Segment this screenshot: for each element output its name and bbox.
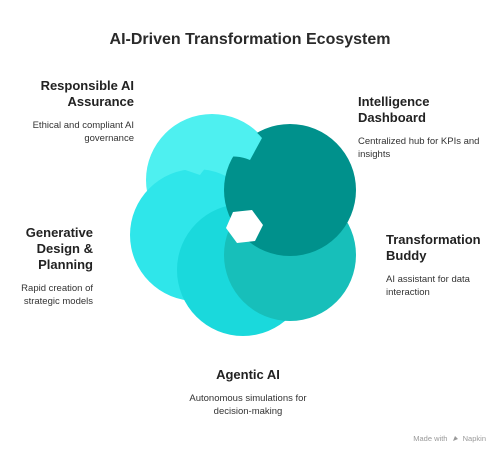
item-intelligence: Intelligence Dashboard Centralized hub f… <box>358 94 488 161</box>
item-description: AI assistant for data interaction <box>386 274 470 298</box>
credit-prefix: Made with <box>413 434 448 443</box>
center-hole <box>226 210 263 243</box>
item-description: Ethical and compliant AI governance <box>32 120 134 144</box>
petal-responsible-overlap <box>150 114 262 175</box>
item-description: Centralized hub for KPIs and insights <box>358 136 480 160</box>
item-title: Agentic AI <box>216 367 280 382</box>
napkin-logo-icon <box>452 436 458 441</box>
item-agentic: Agentic AI Autonomous simulations for de… <box>178 367 318 418</box>
credit-brand: Napkin <box>462 434 486 443</box>
item-description: Autonomous simulations for decision-maki… <box>189 393 307 417</box>
item-title: Transformation Buddy <box>386 232 481 263</box>
item-title: Intelligence Dashboard <box>358 94 430 125</box>
item-responsible: Responsible AI Assurance Ethical and com… <box>4 78 134 145</box>
diagram-title: AI-Driven Transformation Ecosystem <box>109 31 391 48</box>
napkin-credit[interactable]: Made with Napkin <box>413 434 486 443</box>
item-generative: Generative Design & Planning Rapid creat… <box>3 225 93 308</box>
item-transformation: Transformation Buddy AI assistant for da… <box>386 232 496 299</box>
item-description: Rapid creation of strategic models <box>21 283 93 307</box>
item-title: Generative Design & Planning <box>25 225 93 272</box>
item-title: Responsible AI Assurance <box>40 78 134 109</box>
